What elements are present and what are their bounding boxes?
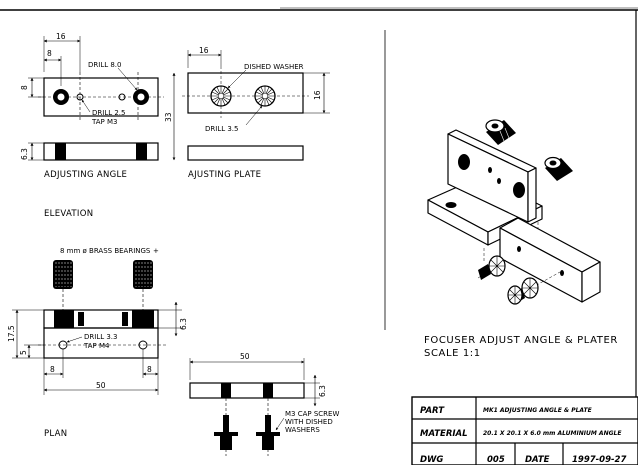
tb-material-value: 20.1 X 20.1 X 6.0 mm ALUMINIUM ANGLE [483,430,622,437]
label-cap-screw-3: WASHERS [285,426,320,434]
side-dim-6-3: 6.3 [318,385,327,397]
dished-washer-right [254,85,276,107]
iso-screw-washer-mid [507,285,523,305]
label-drill-2-5: DRILL 2.5 [92,109,125,117]
angle-dim-6-3: 6.3 [20,148,29,160]
tap-hole-left [76,93,84,101]
plate-dim-16-right: 16 [313,90,322,100]
isometric-view [427,119,601,305]
label-drill-3-3: DRILL 3.3 [84,333,117,341]
plate-front-outline [187,72,304,114]
angle-dim-16: 16 [56,32,66,41]
side-dim-50: 50 [240,352,250,361]
plate-elevation-strip [187,145,304,161]
adjusting-plate-view: 16 16 33 DISHED WASHER DRILL 3.5 AJUSTIN… [164,46,330,180]
plan-dim-8-left: 8 [50,365,55,374]
plan-body [43,327,159,359]
brass-bearing-right [133,260,153,289]
label-drill-3-5: DRILL 3.5 [205,125,238,133]
plate-side-view: 50 6.3 M3 CAP SCREW WITH DISHED WASHERS [189,352,339,458]
iso-bearing-right [544,156,573,181]
caption-plan: PLAN [44,429,67,439]
plan-dim-5: 5 [19,350,28,355]
tb-date-value: 1997-09-27 [572,455,626,465]
tb-part-label: PART [420,406,445,416]
label-tap-m3: TAP M3 [91,118,117,126]
label-cap-screw-2: WITH DISHED [285,418,333,426]
plate-side-body [189,382,305,399]
tb-dwg-label: DWG [420,455,443,465]
tb-date-label: DATE [525,455,550,465]
caption-adjusting-angle: ADJUSTING ANGLE [44,170,127,180]
tb-material-label: MATERIAL [420,429,468,439]
plan-dim-17-5: 17.5 [7,325,16,342]
tap-hole-right [118,93,126,101]
tb-part-value: MK1 ADJUSTING ANGLE & PLATE [483,407,593,414]
angle-elevation-strip [43,142,159,161]
caption-elevation: ELEVATION [44,209,93,219]
iso-scale: SCALE 1:1 [424,348,481,359]
plan-dim-6-3: 6.3 [179,318,188,330]
plus-mark: + [153,247,159,255]
plan-view: 8 mm ø BRASS BEARINGS + DRILL 3.3 TAP M4 [7,247,188,439]
brass-bearing-left [53,260,73,289]
plan-dim-50: 50 [96,381,106,390]
label-dished-washer: DISHED WASHER [244,63,304,71]
angle-dim-8-left: 8 [20,85,29,90]
plate-dim-16: 16 [199,46,209,55]
iso-screw-upper [477,255,507,280]
cap-screw-right [256,415,280,458]
plate-dim-33: 33 [164,112,173,122]
title-block: PART MK1 ADJUSTING ANGLE & PLATE MATERIA… [411,396,638,465]
iso-bearing-left [485,119,516,145]
cap-screw-left [214,415,238,458]
angle-dim-8-top: 8 [47,49,52,58]
label-tap-m4: TAP M4 [83,342,110,350]
iso-title: FOCUSER ADJUST ANGLE & PLATER [424,335,618,346]
plan-dim-8-right: 8 [147,365,152,374]
tb-dwg-value: 005 [487,455,505,465]
label-drill-8: DRILL 8.0 [88,61,121,69]
adjusting-angle-view: 16 8 8 DRILL 8.0 DRILL 2.5 TAP M3 6.3 AD… [20,32,164,180]
label-cap-screw-1: M3 CAP SCREW [285,410,339,418]
dished-washer-left [210,85,232,107]
label-brass-bearings: 8 mm ø BRASS BEARINGS [60,247,151,255]
caption-adjusting-plate: AJUSTING PLATE [188,170,261,180]
